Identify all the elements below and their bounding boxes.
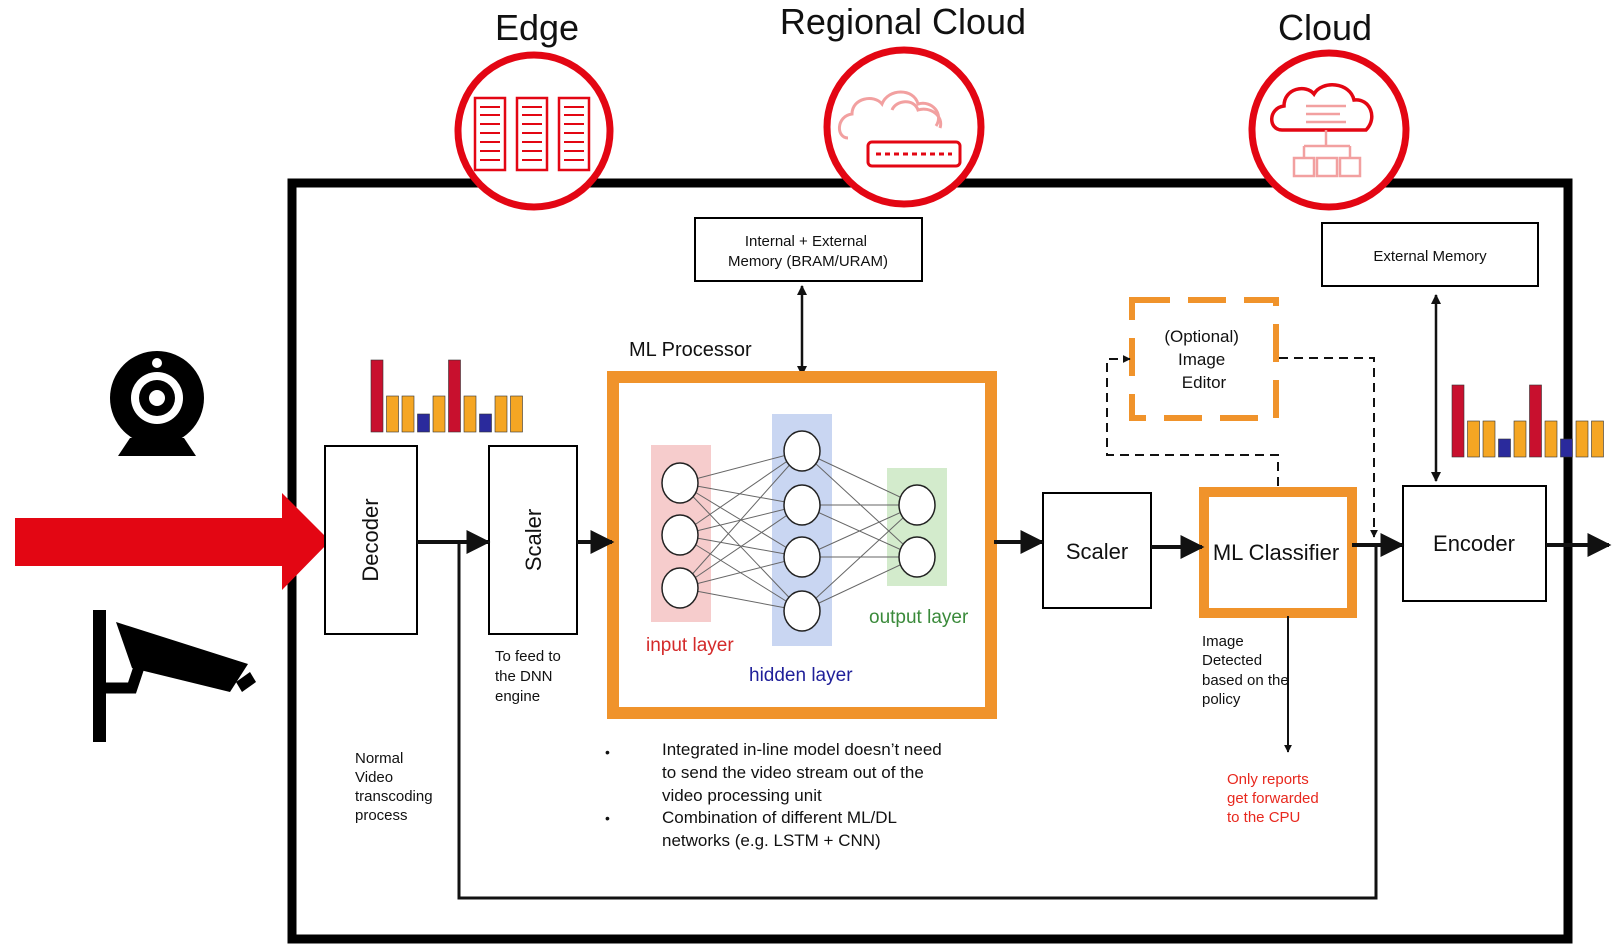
nn-edge bbox=[801, 504, 918, 558]
svg-text:•: • bbox=[605, 810, 610, 826]
histogram-decoded-bar-9 bbox=[494, 395, 508, 433]
histogram-encoded-bar-6 bbox=[1529, 384, 1542, 458]
bullet-list: • Integrated in-line model doesn’t need … bbox=[605, 740, 946, 850]
output-node bbox=[898, 536, 936, 578]
external-memory-block[interactable] bbox=[1321, 222, 1539, 287]
histogram-encoded-bar-10 bbox=[1591, 420, 1604, 458]
cloud-network-icon bbox=[1248, 49, 1410, 211]
histogram-encoded-bar-1 bbox=[1451, 384, 1465, 458]
ml-processor-label: ML Processor bbox=[629, 339, 752, 361]
histogram-encoded-bar-2 bbox=[1467, 420, 1480, 458]
nn-edge bbox=[679, 556, 803, 589]
output-node bbox=[898, 484, 936, 526]
bypass-transcoding-path bbox=[457, 542, 1378, 900]
editor-input-dashed-path bbox=[1106, 355, 1279, 486]
histogram-encoded-bar-4 bbox=[1498, 438, 1511, 458]
neural-network-graphic bbox=[651, 414, 947, 646]
nn-edge bbox=[801, 450, 918, 506]
webcam-icon bbox=[110, 351, 204, 456]
image-editor-label: (Optional) Image Editor bbox=[1164, 327, 1243, 392]
note-image-detected: Image Detected based on the policy bbox=[1202, 633, 1293, 708]
scaler-block-1[interactable] bbox=[488, 445, 578, 635]
security-camera-icon bbox=[93, 610, 256, 742]
decoder-label: Decoder bbox=[358, 498, 383, 581]
histogram-decoded-bar-4 bbox=[417, 413, 430, 433]
histogram-encoded bbox=[1451, 384, 1604, 458]
input-layer-label: input layer bbox=[646, 635, 734, 656]
input-node bbox=[661, 462, 699, 504]
tier-label-cloud: Cloud bbox=[1278, 7, 1372, 48]
histogram-decoded-bar-6 bbox=[448, 359, 461, 433]
note-reports-to-cpu: Only reports get forwarded to the CPU bbox=[1227, 771, 1323, 826]
image-editor-block[interactable] bbox=[1129, 297, 1279, 421]
internal-memory-label: Internal + External Memory (BRAM/URAM) bbox=[728, 233, 888, 270]
input-node bbox=[661, 514, 699, 556]
bullet-1: Integrated in-line model doesn’t need to… bbox=[662, 740, 946, 805]
nn-edge bbox=[679, 450, 803, 484]
external-memory-label: External Memory bbox=[1373, 248, 1487, 265]
histogram-encoded-bar-7 bbox=[1544, 420, 1558, 458]
histogram-encoded-bar-9 bbox=[1575, 420, 1589, 458]
note-feed-dnn: To feed to the DNN engine bbox=[495, 648, 565, 705]
internal-memory-block[interactable] bbox=[694, 217, 923, 282]
svg-text:•: • bbox=[605, 744, 610, 760]
input-node bbox=[661, 567, 699, 609]
histogram-encoded-bar-5 bbox=[1513, 420, 1527, 458]
hidden-node bbox=[783, 590, 821, 632]
video-input-arrow bbox=[15, 493, 330, 590]
hidden-node bbox=[783, 484, 821, 526]
histogram-encoded-bar-8 bbox=[1560, 438, 1573, 458]
nn-edge bbox=[679, 450, 803, 589]
histogram-decoded-bar-10 bbox=[510, 395, 523, 433]
histogram-decoded-bar-7 bbox=[463, 395, 477, 433]
cloud-router-icon bbox=[823, 46, 985, 208]
encoder-block[interactable] bbox=[1402, 485, 1547, 602]
tier-label-edge: Edge bbox=[495, 7, 579, 48]
nn-edge bbox=[679, 450, 803, 536]
output-layer-label: output layer bbox=[869, 607, 969, 628]
nn-edge bbox=[801, 556, 918, 612]
histogram-decoded-bar-8 bbox=[479, 413, 492, 433]
scaler-label-1: Scaler bbox=[521, 509, 546, 571]
nn-edge bbox=[801, 450, 918, 558]
hidden-node bbox=[783, 536, 821, 578]
nn-edge bbox=[679, 482, 803, 506]
tier-label-regional-cloud: Regional Cloud bbox=[780, 1, 1026, 42]
scaler-block-2[interactable] bbox=[1042, 492, 1152, 609]
nn-edge bbox=[679, 587, 803, 612]
hidden-node bbox=[783, 430, 821, 472]
histogram-decoded-bar-1 bbox=[370, 359, 384, 433]
histogram-decoded-bar-5 bbox=[432, 395, 446, 433]
server-rack-icon bbox=[454, 51, 614, 211]
ml-classifier-label: ML Classifier bbox=[1213, 540, 1339, 565]
editor-output-dashed-path bbox=[1279, 357, 1378, 538]
histogram-decoded-bar-2 bbox=[386, 395, 399, 433]
hidden-layer-label: hidden layer bbox=[749, 665, 853, 686]
histogram-decoded bbox=[370, 359, 523, 433]
bullet-2: Combination of different ML/DL networks … bbox=[662, 808, 901, 850]
nn-edge bbox=[801, 504, 918, 612]
decoder-block[interactable] bbox=[324, 445, 418, 635]
note-normal-transcoding: Normal Video transcoding process bbox=[355, 750, 437, 824]
encoder-label: Encoder bbox=[1433, 531, 1515, 556]
histogram-decoded-bar-3 bbox=[401, 395, 415, 433]
scaler-label-2: Scaler bbox=[1066, 539, 1128, 564]
nn-edge bbox=[679, 504, 803, 589]
histogram-encoded-bar-3 bbox=[1482, 420, 1496, 458]
